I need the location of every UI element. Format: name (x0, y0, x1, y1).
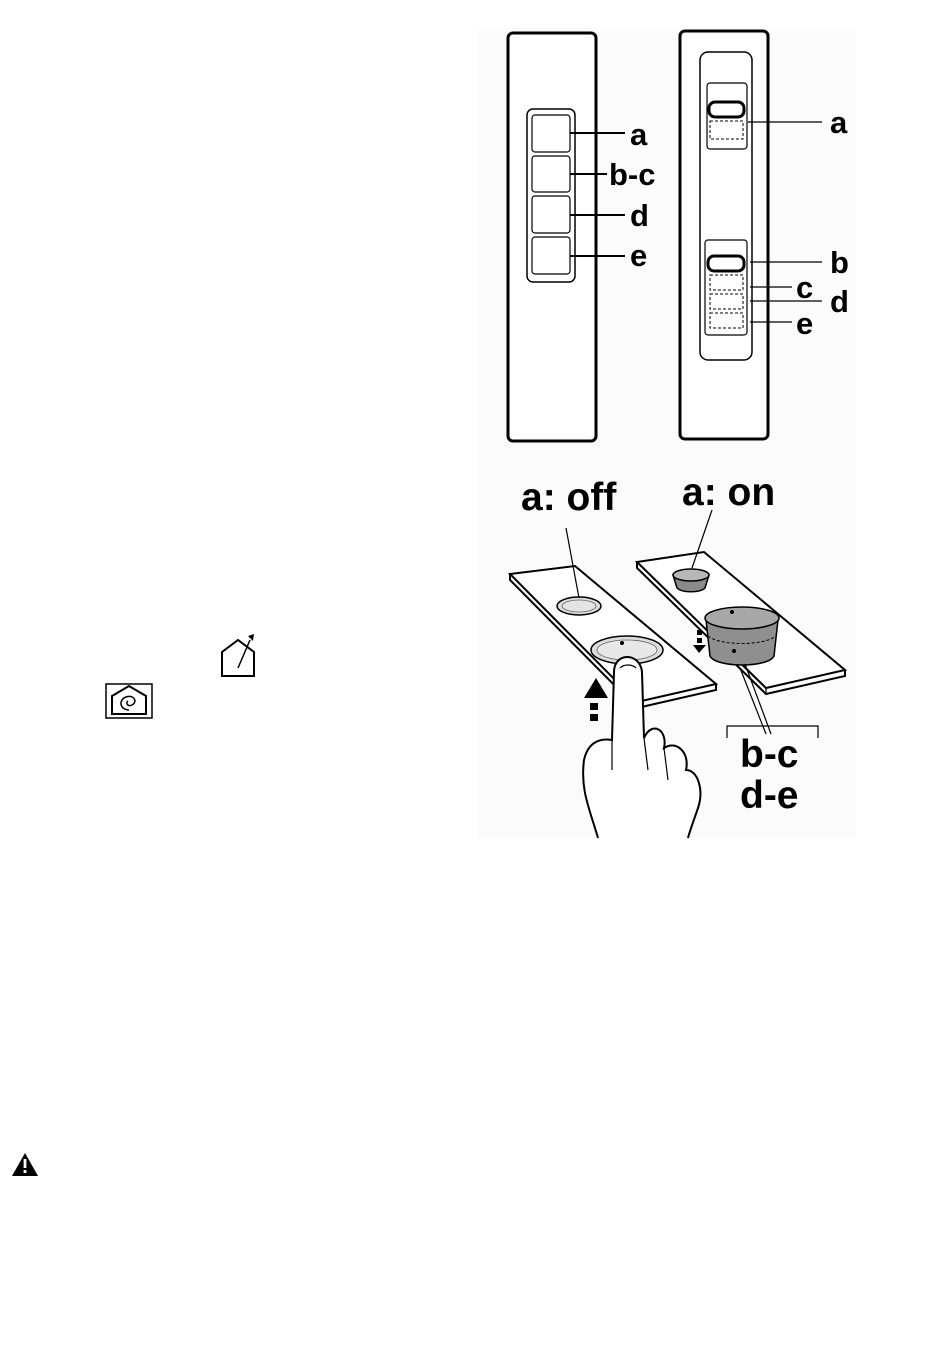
title-a-on: a: on (682, 471, 775, 514)
warning-triangle-icon (12, 1153, 38, 1176)
title-a-off: a: off (521, 476, 617, 519)
slider-speed-knob (708, 256, 744, 271)
label-a: a (630, 117, 648, 152)
label-c: c (796, 270, 813, 305)
label-e: e (630, 238, 647, 273)
label-b-c: b-c (609, 157, 656, 192)
slider-a-knob (709, 102, 744, 117)
label-a: a (830, 105, 848, 140)
house-extraction-icon (222, 634, 254, 676)
label-d-e: d-e (740, 774, 799, 817)
label-d: d (830, 284, 849, 319)
house-recirculation-icon (106, 684, 152, 718)
label-d: d (630, 198, 649, 233)
label-e: e (796, 306, 813, 341)
label-b: b (830, 245, 849, 280)
label-b-c: b-c (740, 733, 799, 776)
